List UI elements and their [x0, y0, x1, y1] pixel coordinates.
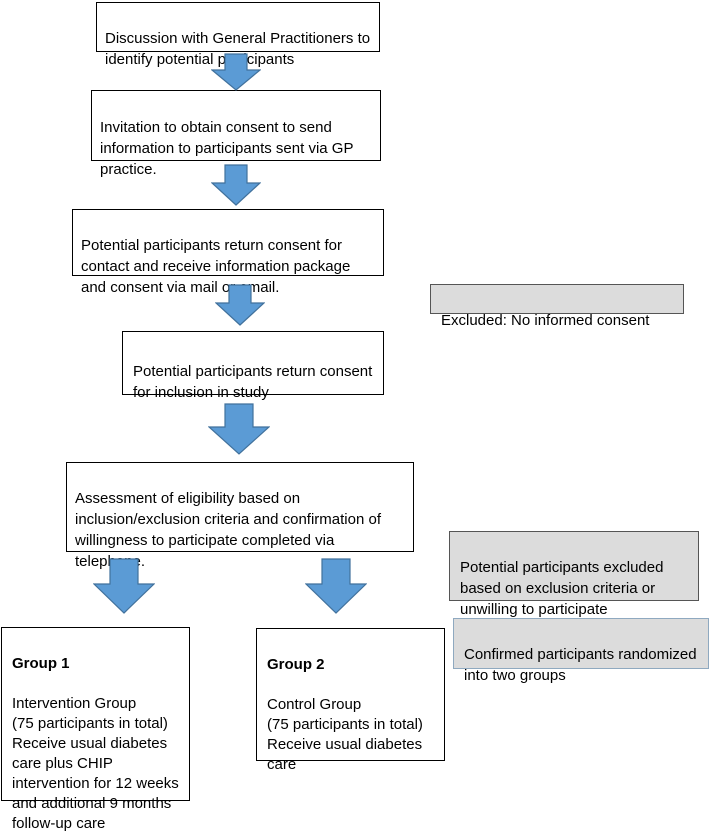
down-arrow-icon-1 [211, 53, 261, 91]
step-box-invitation: Invitation to obtain consent to send inf… [91, 90, 381, 178]
randomized-text: Confirmed participants randomized into t… [464, 646, 697, 684]
excluded-criteria-note: Potential participants excluded based on… [449, 531, 699, 618]
step-text-consent-inclusion: Potential participants return consent fo… [133, 363, 373, 401]
group-1-title: Group 1 [12, 655, 70, 672]
down-arrow-icon-2 [211, 164, 261, 206]
excluded-no-consent-note: Excluded: No informed consent [430, 284, 684, 329]
step-box-consent-contact: Potential participants return consent fo… [72, 209, 384, 296]
step-text-consent-contact: Potential participants return consent fo… [81, 237, 351, 296]
excluded-criteria-text: Potential participants excluded based on… [460, 559, 664, 618]
randomized-note: Confirmed participants randomized into t… [453, 618, 709, 684]
group-2-description: Control Group (75 participants in total)… [267, 696, 423, 773]
step-box-eligibility: Assessment of eligibility based on inclu… [66, 462, 414, 570]
step-text-invitation: Invitation to obtain consent to send inf… [100, 119, 354, 178]
group-1-description: Intervention Group (75 participants in t… [12, 695, 179, 832]
down-arrow-icon-group-2 [305, 558, 367, 614]
step-text-eligibility: Assessment of eligibility based on inclu… [75, 490, 381, 570]
step-box-gp-discussion: Discussion with General Practitioners to… [96, 2, 380, 68]
group-1-box: Group 1 Intervention Group (75 participa… [1, 627, 190, 832]
down-arrow-icon-3 [215, 284, 265, 326]
down-arrow-icon-4 [208, 403, 270, 455]
step-box-consent-inclusion: Potential participants return consent fo… [122, 331, 384, 401]
group-2-box: Group 2 Control Group (75 participants i… [256, 628, 445, 773]
down-arrow-icon-group-1 [93, 558, 155, 614]
group-2-title: Group 2 [267, 656, 325, 673]
excluded-no-consent-text: Excluded: No informed consent [441, 312, 650, 329]
